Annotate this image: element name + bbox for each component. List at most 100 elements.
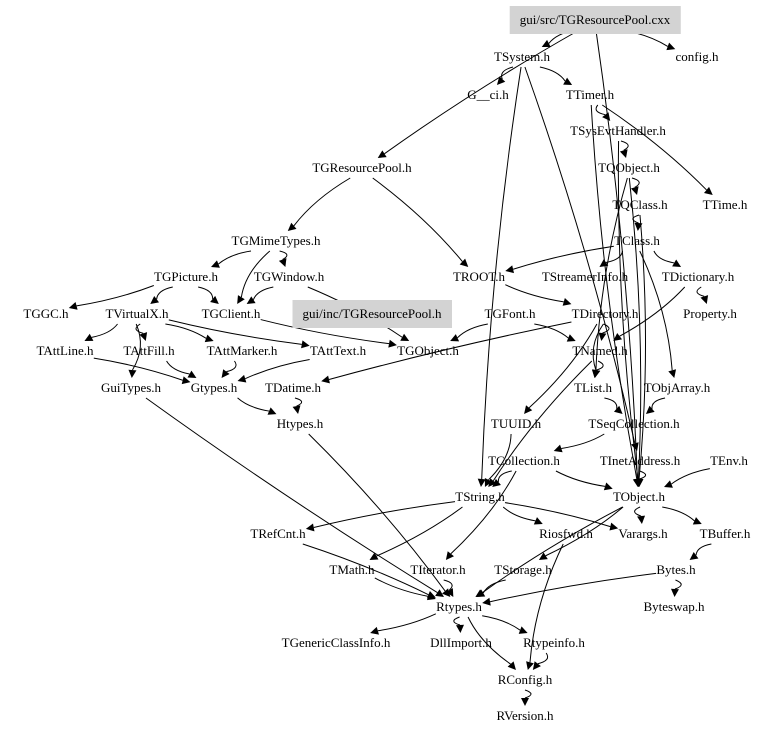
node-TStreamerInfo[interactable]: TStreamerInfo.h [542,269,629,284]
node-TStorage[interactable]: TStorage.h [494,562,552,577]
node-TCollection[interactable]: TCollection.h [488,453,560,468]
node-Gtypes[interactable]: Gtypes.h [191,380,238,395]
node-TNamed[interactable]: TNamed.h [572,343,628,358]
edge-Htypes-to-Rtypes [308,433,446,592]
arrowhead-icon [566,334,576,342]
node-TRefCnt[interactable]: TRefCnt.h [250,526,306,541]
node-Rtypes[interactable]: Rtypes.h [436,599,482,614]
node-root[interactable]: gui/src/TGResourcePool.cxx [509,6,681,34]
node-TTimer[interactable]: TTimer.h [566,87,615,102]
node-TString[interactable]: TString.h [455,489,505,504]
node-TQClass[interactable]: TQClass.h [612,197,668,212]
arrowhead-icon [672,259,682,267]
node-TGMimeTypes[interactable]: TGMimeTypes.h [232,233,321,248]
node-Htypes[interactable]: Htypes.h [277,416,324,431]
arrowhead-icon [492,478,501,487]
node-TROOT[interactable]: TROOT.h [453,269,506,284]
node-Byteswap[interactable]: Byteswap.h [643,599,705,614]
edge-Riosfwd-to-RConfig [529,543,564,663]
node-TGPicture[interactable]: TGPicture.h [154,269,218,284]
node-incPool[interactable]: gui/inc/TGResourcePool.h [292,300,452,328]
node-RVersion[interactable]: RVersion.h [496,708,554,723]
arrowhead-icon [692,517,702,525]
arrowhead-icon [287,222,297,231]
edge-TGPicture-to-TGClient [198,286,214,299]
node-label: TClass.h [614,233,660,248]
edge-TDirectory-to-TNamed [602,323,610,334]
arrowhead-icon [477,478,486,487]
node-TGenericClassInfo[interactable]: TGenericClassInfo.h [282,635,391,650]
node-G__ci[interactable]: G__ci.h [467,87,509,102]
node-TBuffer[interactable]: TBuffer.h [700,526,751,541]
node-Rtypeinfo[interactable]: Rtypeinfo.h [523,635,585,650]
arrowhead-icon [592,369,601,378]
node-TClass[interactable]: TClass.h [614,233,660,248]
arrowhead-icon [603,482,613,491]
node-label: TGObject.h [397,343,459,358]
node-DllImport[interactable]: DllImport.h [430,635,492,650]
node-TAttFill[interactable]: TAttFill.h [123,343,175,358]
node-TEnv[interactable]: TEnv.h [710,453,748,468]
node-GuiTypes[interactable]: GuiTypes.h [101,380,162,395]
node-Varargs[interactable]: Varargs.h [618,526,668,541]
node-label: TGPicture.h [154,269,218,284]
edge-TAttText-to-Gtypes [244,358,310,380]
node-TInetAddress[interactable]: TInetAddress.h [600,453,681,468]
arrowhead-icon [533,517,543,525]
node-label: TDirectory.h [572,306,639,321]
node-TObject[interactable]: TObject.h [613,489,666,504]
edge-TQClass-to-TObject [638,214,647,480]
arrowhead-icon [128,369,137,378]
node-TAttText[interactable]: TAttText.h [310,343,367,358]
edge-TNamed-to-TString [492,360,593,482]
node-TSeqCollection[interactable]: TSeqCollection.h [588,416,680,431]
edge-TQObject-to-TList [595,177,628,371]
node-TGResourcePoolH[interactable]: TGResourcePool.h [312,160,412,175]
node-TList[interactable]: TList.h [574,380,612,395]
node-TTime[interactable]: TTime.h [703,197,748,212]
node-TIterator[interactable]: TIterator.h [410,562,466,577]
arrowhead-icon [435,589,445,597]
node-RConfig[interactable]: RConfig.h [498,672,553,687]
node-TGWindow[interactable]: TGWindow.h [254,269,325,284]
node-label: TAttFill.h [123,343,175,358]
arrowhead-icon [613,405,623,414]
node-TUUID[interactable]: TUUID.h [491,416,542,431]
arrowhead-icon [532,661,541,670]
node-Riosfwd[interactable]: Riosfwd.h [539,526,593,541]
arrowhead-icon [450,334,460,342]
node-Bytes[interactable]: Bytes.h [656,562,696,577]
edge-TVirtualX-to-TAttText [168,319,302,345]
arrowhead-icon [664,480,673,488]
node-TDatime[interactable]: TDatime.h [265,380,321,395]
node-label: TTimer.h [566,87,615,102]
edge-TMath-to-Rtypes [374,577,429,597]
node-TGGC[interactable]: TGGC.h [23,306,69,321]
node-TAttMarker[interactable]: TAttMarker.h [207,343,278,358]
node-TGFont[interactable]: TGFont.h [485,306,536,321]
edge-Rtypes-to-Rtypeinfo [482,615,521,631]
node-TGClient[interactable]: TGClient.h [202,306,261,321]
node-TQObject[interactable]: TQObject.h [598,160,660,175]
edge-TUUID-to-TString [488,433,512,481]
node-TAttLine[interactable]: TAttLine.h [36,343,94,358]
node-TObjArray[interactable]: TObjArray.h [644,380,711,395]
node-TDirectory[interactable]: TDirectory.h [572,306,639,321]
node-TSystem[interactable]: TSystem.h [494,49,550,64]
edge-Rtypes-to-TGenericClassInfo [377,613,437,632]
node-TMath[interactable]: TMath.h [329,562,375,577]
node-TSysEvtHandler[interactable]: TSysEvtHandler.h [570,123,666,138]
node-TGObject[interactable]: TGObject.h [397,343,459,358]
node-label: TDictionary.h [662,269,735,284]
arrowhead-icon [301,340,310,349]
node-Property[interactable]: Property.h [683,306,737,321]
node-TVirtualX[interactable]: TVirtualX.h [105,306,169,321]
edge-TGPicture-to-TVirtualX [156,286,173,300]
node-config[interactable]: config.h [676,49,719,64]
node-label: TGResourcePool.h [312,160,412,175]
edge-Rtypes-to-DllImport [453,616,461,626]
node-TDictionary[interactable]: TDictionary.h [662,269,735,284]
